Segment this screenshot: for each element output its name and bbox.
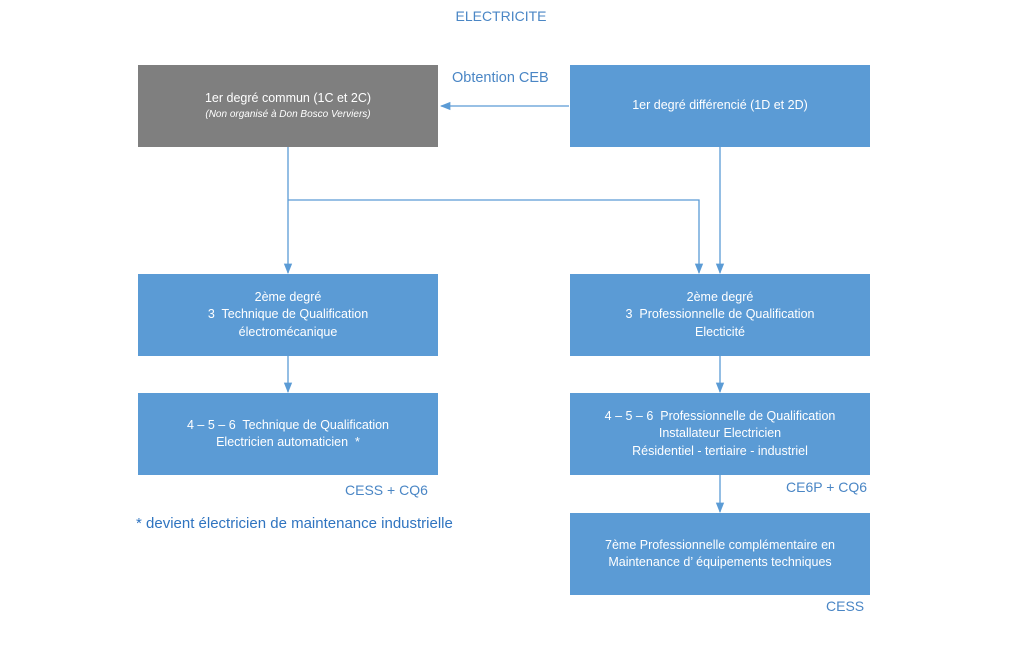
box-seventh-professional: 7ème Professionnelle complémentaire en M… bbox=[570, 513, 870, 595]
box-line: 1er degré commun (1C et 2C) bbox=[204, 91, 372, 106]
box-line: Installateur Electricien bbox=[658, 426, 782, 441]
box-line: Maintenance d’ équipements techniques bbox=[608, 555, 832, 569]
box-second-degree-technique: 2ème degré 3 Technique de Qualification … bbox=[138, 274, 438, 356]
box-line: 1er degré différencié (1D et 2D) bbox=[632, 98, 808, 113]
box-first-degree-common: 1er degré commun (1C et 2C) (Non organis… bbox=[138, 65, 438, 147]
box-line: électromécanique bbox=[238, 324, 338, 339]
box-line: 3 Technique de Qualification bbox=[207, 307, 369, 322]
cess-cq6-label: CESS + CQ6 bbox=[345, 482, 428, 498]
ce6p-cq6-label: CE6P + CQ6 bbox=[786, 479, 868, 495]
box-456-technique: 4 – 5 – 6 Technique de Qualification Ele… bbox=[138, 393, 438, 475]
box-line: 2ème degré bbox=[686, 289, 754, 304]
box-456-professional: 4 – 5 – 6 Professionnelle de Qualificati… bbox=[570, 393, 870, 475]
arrow-common-to-prof2 bbox=[288, 199, 704, 275]
box-line: 4 – 5 – 6 Technique de Qualification bbox=[187, 417, 389, 432]
box-line: 4 – 5 – 6 Professionnelle de Qualificati… bbox=[604, 408, 836, 423]
cess-label: CESS bbox=[826, 598, 865, 614]
box-line: 2ème degré bbox=[254, 289, 322, 304]
box-line: 3 Professionnelle de Qualification bbox=[625, 307, 815, 322]
box-first-degree-differentiated: 1er degré différencié (1D et 2D) bbox=[570, 65, 870, 147]
box-line: Electricien automaticien * bbox=[216, 435, 360, 449]
box-line: 7ème Professionnelle complémentaire en bbox=[605, 537, 835, 552]
box-line: Electicité bbox=[694, 324, 746, 339]
footnote: * devient électricien de maintenance ind… bbox=[136, 515, 453, 532]
box-second-degree-professional: 2ème degré 3 Professionnelle de Qualific… bbox=[570, 274, 870, 356]
box-line: Résidentiel - tertiaire - industriel bbox=[632, 443, 808, 458]
box-note: (Non organisé à Don Bosco Verviers) bbox=[205, 108, 371, 120]
obtention-ceb-label: Obtention CEB bbox=[452, 70, 549, 86]
page-title: ELECTRICITE bbox=[455, 8, 547, 24]
